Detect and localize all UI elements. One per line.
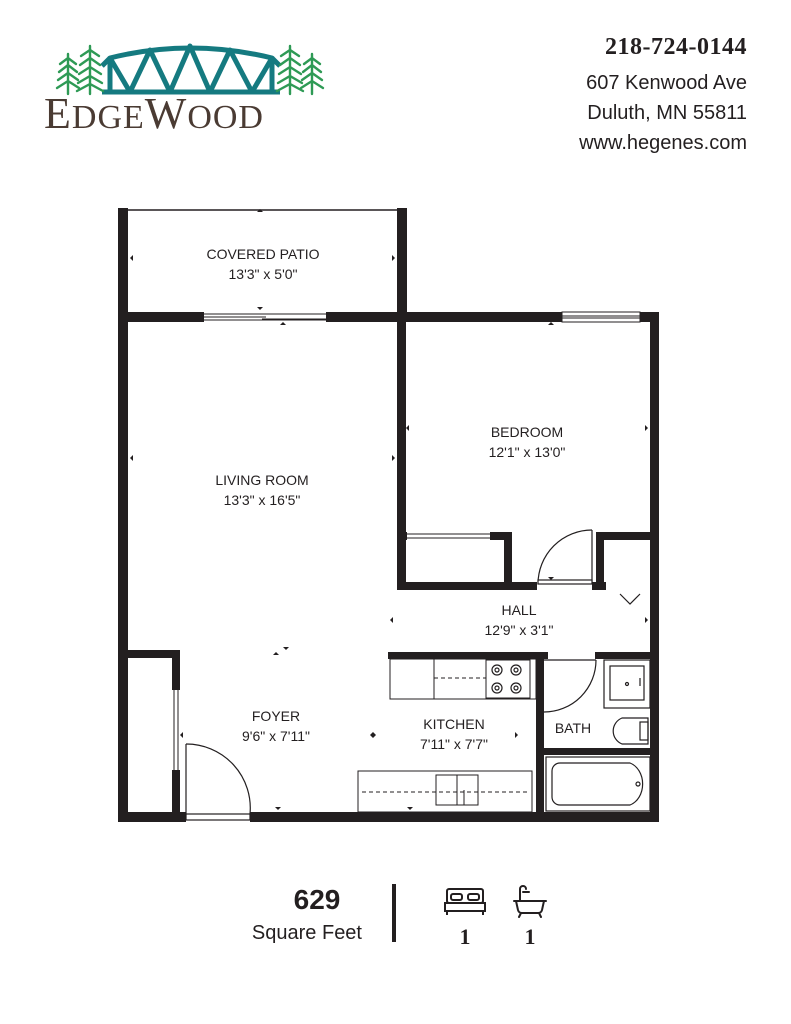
square-feet-value: 629 (293, 884, 341, 915)
room-bath: BATH (555, 718, 591, 738)
pine-tree-icon (55, 44, 325, 96)
room-name: LIVING ROOM (215, 472, 309, 488)
phone-number: 218-724-0144 (605, 34, 747, 60)
room-name: BEDROOM (490, 424, 564, 440)
room-size: 12'1" x 13'0" (488, 444, 566, 460)
bridge-icon (100, 43, 282, 95)
room-name: HALL (501, 602, 537, 618)
address-line-1: 607 Kenwood Ave (586, 72, 747, 94)
bedroom-count: 1 (459, 924, 471, 949)
bathroom-count: 1 (524, 924, 536, 949)
sliding-door (204, 313, 326, 321)
room-foyer: FOYER 9'6" x 7'11" (242, 706, 310, 746)
bathtub-icon (513, 885, 547, 918)
room-name: COVERED PATIO (206, 246, 320, 262)
stove (491, 664, 522, 694)
room-kitchen: KITCHEN 7'11" x 7'7" (420, 714, 488, 754)
bedroom-door (537, 529, 593, 585)
room-covered-patio: COVERED PATIO 13'3" x 5'0" (206, 244, 319, 284)
divider (392, 884, 396, 942)
room-size: 13'3" x 5'0" (228, 266, 298, 282)
brand-name: EDGEWOOD (44, 89, 264, 138)
room-size: 7'11" x 7'7" (420, 736, 488, 752)
bath-fixtures (543, 659, 651, 812)
room-living-room: LIVING ROOM 13'3" x 16'5" (215, 470, 308, 510)
room-size: 9'6" x 7'11" (242, 728, 310, 744)
room-size: 12'9" x 3'1" (484, 622, 554, 638)
walls (118, 208, 659, 822)
room-name: FOYER (251, 708, 301, 724)
edgewood-logo (55, 43, 325, 96)
address-line-2: Duluth, MN 55811 (587, 102, 747, 124)
room-size: 13'3" x 16'5" (223, 492, 301, 508)
room-name: BATH (554, 720, 592, 736)
bed-icon (444, 888, 486, 915)
room-hall: HALL 12'9" x 3'1" (485, 600, 554, 640)
website-link[interactable]: www.hegenes.com (579, 132, 747, 154)
room-bedroom: BEDROOM 12'1" x 13'0" (489, 422, 566, 462)
square-feet-label: Square Feet (251, 922, 362, 944)
kitchen-sink (357, 770, 533, 813)
room-name: KITCHEN (423, 716, 485, 732)
entry-door (185, 743, 251, 821)
window (561, 311, 641, 323)
